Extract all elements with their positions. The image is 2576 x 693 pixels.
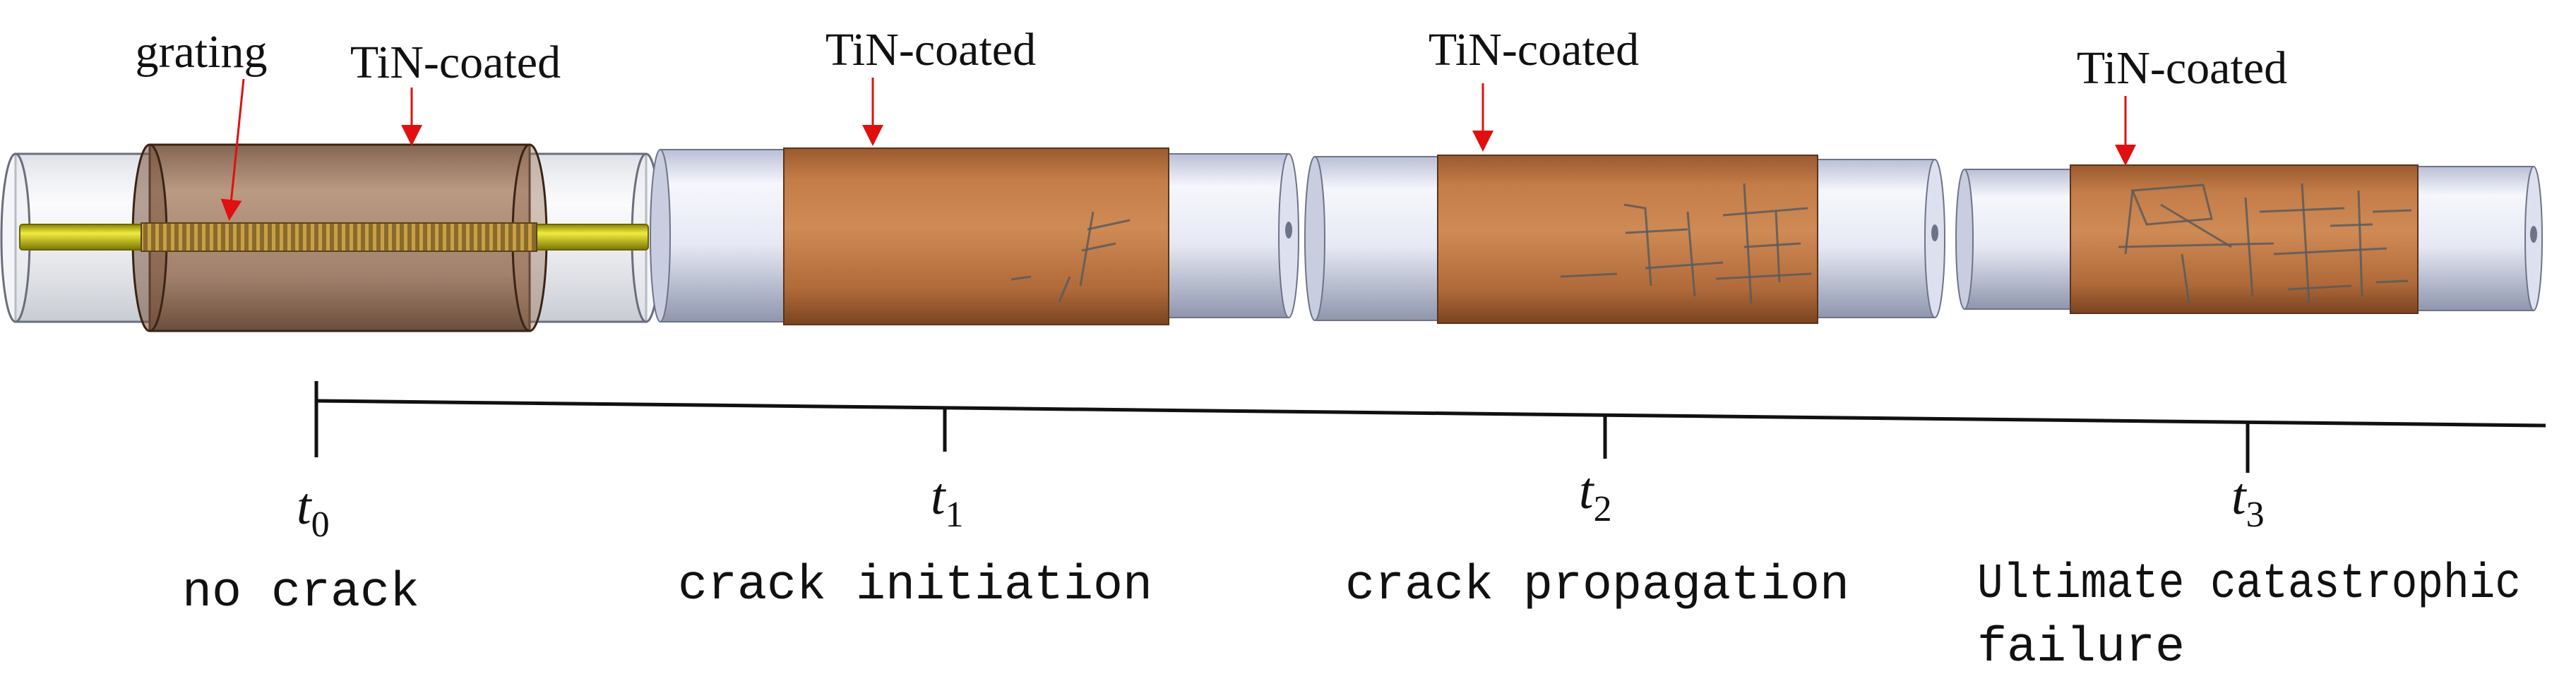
fiber-grating: [141, 222, 537, 252]
end-cap-left: [1964, 169, 2071, 310]
timeline-axis: [316, 399, 2546, 428]
tin-coating: [783, 147, 1169, 325]
tin-coating: [1437, 155, 1818, 324]
end-cap-right: [1164, 153, 1289, 318]
time-label-2: t2: [1579, 462, 1612, 529]
time-label-1: t1: [931, 468, 964, 535]
cracks: [1010, 211, 1131, 303]
time-label-0: t0: [297, 478, 330, 545]
coating-label-1: TiN-coated: [825, 24, 1036, 76]
end-cap-right: [1813, 159, 1936, 318]
grating-label: grating: [136, 26, 268, 78]
stage-caption-1: crack initiation: [678, 558, 1152, 614]
end-cap-left: [1314, 156, 1443, 321]
stage-caption-2: crack propagation: [1345, 558, 1849, 614]
coating-label-3: TiN-coated: [2077, 42, 2287, 94]
stage-caption-0: no crack: [182, 565, 419, 621]
grating-arrow: [220, 78, 245, 221]
end-cap-right: [2414, 166, 2534, 311]
tin-coating: [2070, 164, 2419, 314]
specimen-catastrophic-failure: [1955, 164, 2543, 314]
cracks: [1560, 183, 1812, 304]
timeline: t0 no crack t1 crack initiation t2 crack…: [182, 381, 2546, 676]
end-cap-left: [660, 149, 785, 323]
annotations: grating TiN-coated TiN-coated TiN-coated…: [136, 24, 2287, 221]
specimen-crack-propagation: [1304, 155, 1945, 324]
coating-label-0: TiN-coated: [350, 37, 561, 88]
stage-caption-3-line1: Ultimate catastrophic: [1977, 557, 2521, 613]
time-label-3: t3: [2231, 468, 2265, 535]
specimen-crack-initiation: [650, 147, 1299, 325]
coating-label-2: TiN-coated: [1429, 24, 1639, 76]
cracks: [2118, 183, 2412, 304]
specimen-no-crack: [0, 143, 662, 332]
stage-caption-3-line2: failure: [1977, 620, 2185, 676]
